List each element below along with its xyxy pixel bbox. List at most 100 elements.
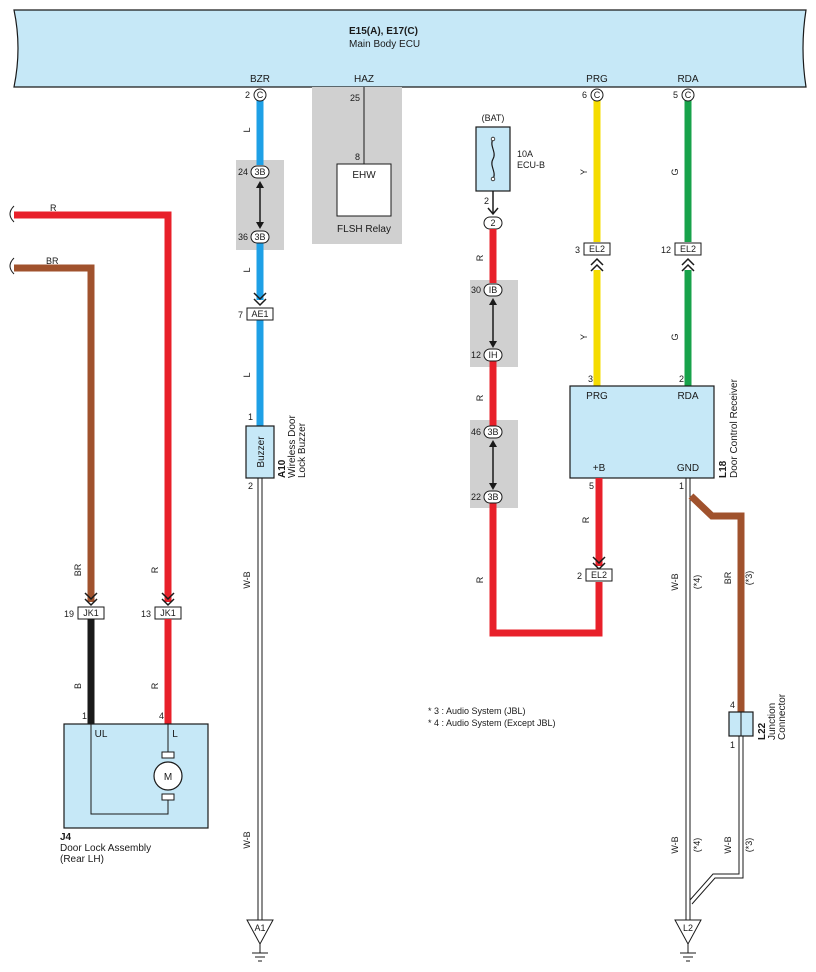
rda-ecu-pin bbox=[681, 88, 695, 102]
fuse-source: (BAT) bbox=[482, 113, 505, 123]
jk1-br-label: JK1 bbox=[83, 608, 99, 618]
junction-wire-label: W-B bbox=[723, 836, 733, 853]
ae1-connector-label: AE1 bbox=[251, 309, 268, 319]
bat-inline-label-3: 3B bbox=[487, 427, 498, 437]
bzr-inline-arrow-up bbox=[256, 181, 264, 188]
bat-inline-label-4: 3B bbox=[487, 492, 498, 502]
door-lock-r-lower-label: R bbox=[150, 682, 160, 689]
flsh-relay-terminal: EHW bbox=[352, 170, 376, 181]
bat-inline-arrow-down-2 bbox=[489, 483, 497, 490]
prg-wire-color-2: Y bbox=[579, 334, 589, 340]
prg-ecu-pin bbox=[590, 88, 604, 102]
flsh-relay-pin: 8 bbox=[355, 152, 360, 162]
prg-el2-label: EL2 bbox=[589, 244, 605, 254]
bat-inline-conn-4 bbox=[483, 490, 503, 504]
buzzer-name-line2: Lock Buzzer bbox=[297, 422, 308, 478]
door-lock-code: J4 bbox=[60, 832, 72, 843]
gnd-br-wire-label: BR bbox=[723, 571, 733, 584]
rda-chevron-icon bbox=[681, 257, 695, 272]
main-body-ecu-box bbox=[13, 9, 807, 88]
buzzer-pin-out: 2 bbox=[248, 481, 253, 491]
junction-out-wire-b bbox=[691, 736, 744, 905]
door-lock-name-line1: Door Lock Assembly bbox=[60, 843, 151, 854]
prg-wire-color-1: Y bbox=[579, 169, 589, 175]
bat-inline-conn-2 bbox=[483, 348, 503, 362]
bzr-inline-conn-1 bbox=[250, 165, 270, 179]
rda-receiver-pin: 2 bbox=[679, 374, 684, 384]
fuse-terminal-bottom bbox=[490, 176, 496, 182]
rda-ecu-pin-number: 5 bbox=[673, 90, 678, 100]
fuse-chevron-icon bbox=[487, 207, 499, 216]
rda-el2-num: 12 bbox=[661, 245, 671, 255]
door-lock-r-break-icon bbox=[9, 205, 15, 223]
bzr-wire-color-3: L bbox=[242, 372, 252, 377]
bzr-inline-label-1: 3B bbox=[254, 167, 265, 177]
bat-wire-loop bbox=[489, 500, 603, 637]
door-lock-br-wire-label: BR bbox=[46, 256, 59, 266]
door-lock-r-wire bbox=[14, 211, 172, 602]
note-audio-jbl: * 3 : Audio System (JBL) bbox=[428, 706, 526, 716]
ground-a1-symbol bbox=[252, 952, 268, 962]
door-lock-internal-wire bbox=[90, 724, 169, 815]
ground-a1-label: A1 bbox=[254, 923, 265, 933]
rda-wire-color-1: G bbox=[670, 168, 680, 175]
bat-inline-num-2: 12 bbox=[471, 350, 481, 360]
bzr-ecu-pin-number: 2 bbox=[245, 90, 250, 100]
fuse-oval-label: 2 bbox=[490, 218, 495, 228]
ae1-connector-num: 7 bbox=[238, 310, 243, 320]
bzr-chevron-icon bbox=[253, 292, 267, 307]
receiver-b-wire-color: R bbox=[581, 516, 591, 523]
jk1-r-num: 13 bbox=[141, 609, 151, 619]
fuse-name: ECU-B bbox=[517, 160, 545, 170]
rda-wire-color-2: G bbox=[670, 333, 680, 340]
buzzer-code: A10 bbox=[277, 459, 288, 478]
bat-inline-num-3: 46 bbox=[471, 427, 481, 437]
junction-out-wire-a bbox=[689, 736, 740, 901]
note-audio-except-jbl: * 4 : Audio System (Except JBL) bbox=[428, 718, 556, 728]
gnd-wire-label-1: W-B bbox=[670, 573, 680, 590]
rda-el2-connector bbox=[674, 242, 702, 256]
gnd-note4-1: (*4) bbox=[692, 575, 702, 590]
buzzer-name-line1: Wireless Door bbox=[287, 415, 298, 478]
prg-ecu-pin-number: 6 bbox=[582, 90, 587, 100]
jk1-r-label: JK1 bbox=[160, 608, 176, 618]
bat-inline-conn-1 bbox=[483, 283, 503, 297]
receiver-term-b: +B bbox=[593, 463, 606, 474]
door-lock-br-wire bbox=[14, 264, 95, 602]
fuse-symbol-icon bbox=[491, 138, 495, 180]
ecu-pin-label-rda: RDA bbox=[677, 74, 698, 85]
receiver-term-rda: RDA bbox=[677, 391, 698, 402]
receiver-b-el2-label: EL2 bbox=[591, 570, 607, 580]
bzr-inline-arrow-down bbox=[256, 222, 264, 229]
ground-l2-symbol bbox=[680, 952, 696, 962]
bat-wire-color-1: R bbox=[475, 254, 485, 261]
door-lock-r-wire-label: R bbox=[50, 203, 57, 213]
bat-inline-arrow-up-1 bbox=[489, 298, 497, 305]
bat-wire-color-2: R bbox=[475, 394, 485, 401]
junction-name-line2: Connector bbox=[777, 693, 788, 740]
bzr-inline-num-1: 24 bbox=[238, 167, 248, 177]
motor-brush-bottom bbox=[161, 793, 175, 801]
bzr-wire-color-2: L bbox=[242, 267, 252, 272]
prg-receiver-pin: 3 bbox=[588, 374, 593, 384]
ae1-connector bbox=[246, 307, 274, 321]
receiver-term-gnd: GND bbox=[677, 463, 699, 474]
junction-note: (*3) bbox=[744, 838, 754, 853]
junction-name-line1: Junction bbox=[767, 703, 778, 740]
door-lock-r-vlabel: R bbox=[150, 566, 160, 573]
rda-el2-label: EL2 bbox=[680, 244, 696, 254]
gnd-br-wire bbox=[688, 493, 745, 712]
receiver-b-el2-num: 2 bbox=[577, 571, 582, 581]
bat-inline-arrow-up-2 bbox=[489, 440, 497, 447]
receiver-name: Door Control Receiver bbox=[729, 378, 740, 478]
door-lock-name-line2: (Rear LH) bbox=[60, 854, 104, 865]
ecu-pin-label-prg: PRG bbox=[586, 74, 608, 85]
buzzer-label: Buzzer bbox=[256, 436, 267, 468]
junction-pin-out: 1 bbox=[730, 740, 735, 750]
bat-inline-label-1: IB bbox=[489, 285, 498, 295]
bat-inline-conn-3 bbox=[483, 425, 503, 439]
door-lock-br-break-icon bbox=[9, 257, 15, 275]
ecu-pin-label-bzr: BZR bbox=[250, 74, 270, 85]
bzr-inline-label-2: 3B bbox=[254, 232, 265, 242]
